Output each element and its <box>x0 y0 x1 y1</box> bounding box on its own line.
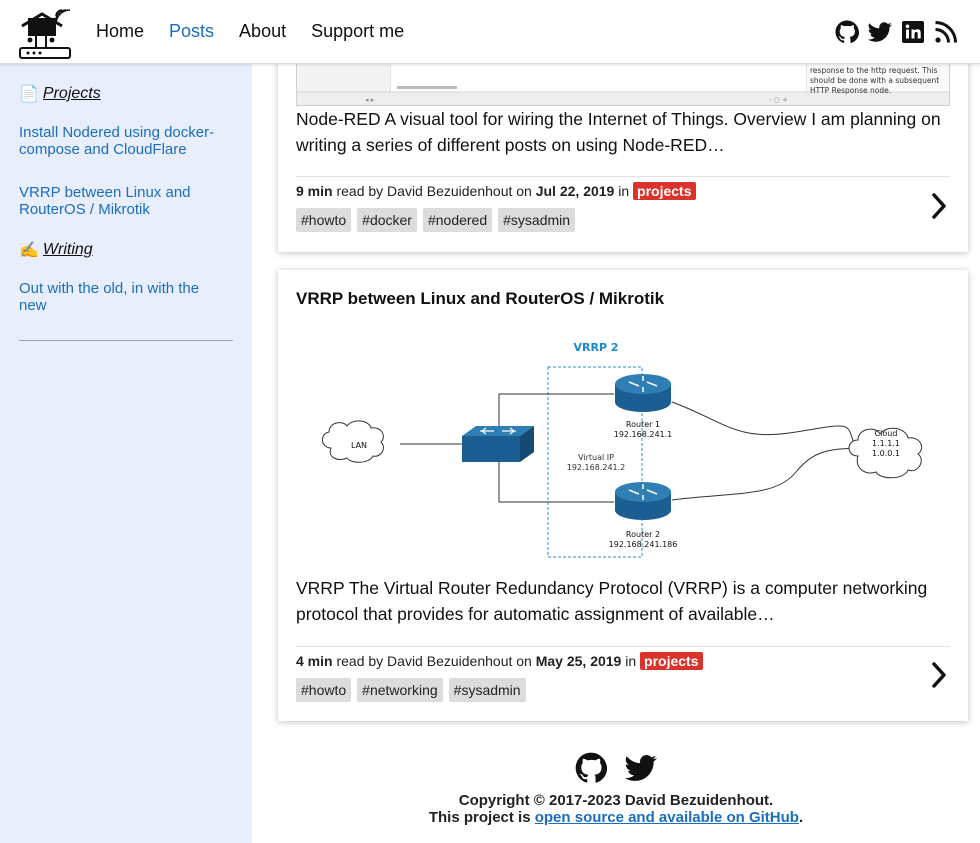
linkedin-icon[interactable] <box>901 20 925 44</box>
sidebar-post-link[interactable]: Install Nodered using docker-compose and… <box>19 124 215 158</box>
sidebar-post-link[interactable]: Out with the old, in with the new <box>19 280 200 314</box>
chevron-right-icon[interactable] <box>930 660 948 690</box>
diagram-lan-label: LAN <box>351 441 367 450</box>
social-links <box>835 20 958 44</box>
read-by-text: read by David Bezuidenhout on <box>336 183 532 199</box>
sidebar: 📄 Projects Install Nodered using docker-… <box>0 64 252 843</box>
copyright-text: Copyright © 2017-2023 David Bezuidenhout… <box>458 792 774 809</box>
diagram-virtual-ip-label: Virtual IP <box>578 453 614 462</box>
tag[interactable]: #sysadmin <box>448 678 526 702</box>
tag[interactable]: #sysadmin <box>498 208 576 232</box>
diagram-router2-label: Router 2 <box>626 530 660 539</box>
project-line: This project is open source and availabl… <box>252 809 980 826</box>
tag-list: #howto #docker #nodered #sysadmin <box>296 208 950 232</box>
image-caption-line: should be done with a subsequent <box>810 76 940 85</box>
svg-text:◂ ▸: ◂ ▸ <box>365 96 375 104</box>
in-text: in <box>625 653 637 669</box>
in-text: in <box>618 183 630 199</box>
tag[interactable]: #howto <box>296 208 352 232</box>
sidebar-category-label[interactable]: Projects <box>42 85 101 102</box>
sidebar-category-writing[interactable]: ✍️ Writing <box>19 240 233 260</box>
nav-home-link[interactable]: Home <box>96 21 145 41</box>
nav-support-link[interactable]: Support me <box>311 21 405 41</box>
writing-hand-icon: ✍️ <box>19 242 39 259</box>
twitter-icon[interactable] <box>868 20 892 44</box>
sidebar-divider <box>19 340 233 341</box>
vrrp-diagram[interactable]: VRRP 2 LAN Router 1 192.168.241.1 <box>296 332 950 564</box>
diagram-cloud-ip1: 1.1.1.1 <box>872 439 900 448</box>
github-icon[interactable] <box>575 752 608 784</box>
tag[interactable]: #nodered <box>422 208 493 232</box>
diagram-router2-ip: 192.168.241.186 <box>609 540 678 549</box>
main-nav: Home Posts About Support me <box>96 21 429 42</box>
nav-about-link[interactable]: About <box>239 21 287 41</box>
tag-list: #howto #networking #sysadmin <box>296 678 950 702</box>
post-title[interactable]: VRRP between Linux and RouterOS / Mikrot… <box>296 289 665 308</box>
site-footer: Copyright © 2017-2023 David Bezuidenhout… <box>252 752 980 826</box>
post-excerpt: Node-RED A visual tool for wiring the In… <box>296 109 941 155</box>
github-icon[interactable] <box>835 20 860 44</box>
document-icon: 📄 <box>19 86 39 103</box>
github-source-link[interactable]: open source and available on GitHub <box>534 809 799 826</box>
read-time: 9 min <box>296 183 333 199</box>
svg-text:- ○ +: - ○ + <box>769 96 788 104</box>
diagram-router1-ip: 192.168.241.1 <box>614 430 673 439</box>
diagram-virtual-ip: 192.168.241.2 <box>567 463 626 472</box>
sidebar-post-link[interactable]: VRRP between Linux and RouterOS / Mikrot… <box>19 184 191 218</box>
top-navbar: Home Posts About Support me <box>0 0 980 64</box>
post-card: VRRP between Linux and RouterOS / Mikrot… <box>278 270 968 721</box>
tag[interactable]: #howto <box>296 678 352 702</box>
diagram-cloud-label: Cloud <box>875 429 898 438</box>
tag[interactable]: #docker <box>357 208 417 232</box>
diagram-cloud-ip2: 1.0.0.1 <box>872 449 900 458</box>
project-suffix: . <box>798 809 804 826</box>
post-date: May 25, 2019 <box>535 653 622 669</box>
image-caption-line: response to the http request. This <box>810 66 938 75</box>
tag[interactable]: #networking <box>357 678 443 702</box>
project-prefix: This project is <box>428 809 531 826</box>
diagram-group-label: VRRP 2 <box>574 341 619 354</box>
footer-social-links <box>252 752 980 784</box>
post-meta: 4 min read by David Bezuidenhout on May … <box>296 646 950 702</box>
sidebar-category-label[interactable]: Writing <box>42 241 93 258</box>
twitter-icon[interactable] <box>625 752 657 784</box>
rss-icon[interactable] <box>934 20 958 44</box>
category-badge[interactable]: projects <box>640 652 703 670</box>
post-date: Jul 22, 2019 <box>535 183 615 199</box>
post-excerpt: VRRP The Virtual Router Redundancy Proto… <box>296 578 928 624</box>
category-badge[interactable]: projects <box>633 182 696 200</box>
chevron-right-icon[interactable] <box>930 191 948 221</box>
site-logo[interactable] <box>16 6 74 60</box>
image-caption-line: HTTP Response node. <box>810 86 892 95</box>
post-meta: 9 min read by David Bezuidenhout on Jul … <box>296 176 950 232</box>
nav-posts-link[interactable]: Posts <box>169 21 215 41</box>
read-time: 4 min <box>296 653 333 669</box>
diagram-router1-label: Router 1 <box>626 420 660 429</box>
read-by-text: read by David Bezuidenhout on <box>336 653 532 669</box>
sidebar-category-projects[interactable]: 📄 Projects <box>19 84 233 104</box>
